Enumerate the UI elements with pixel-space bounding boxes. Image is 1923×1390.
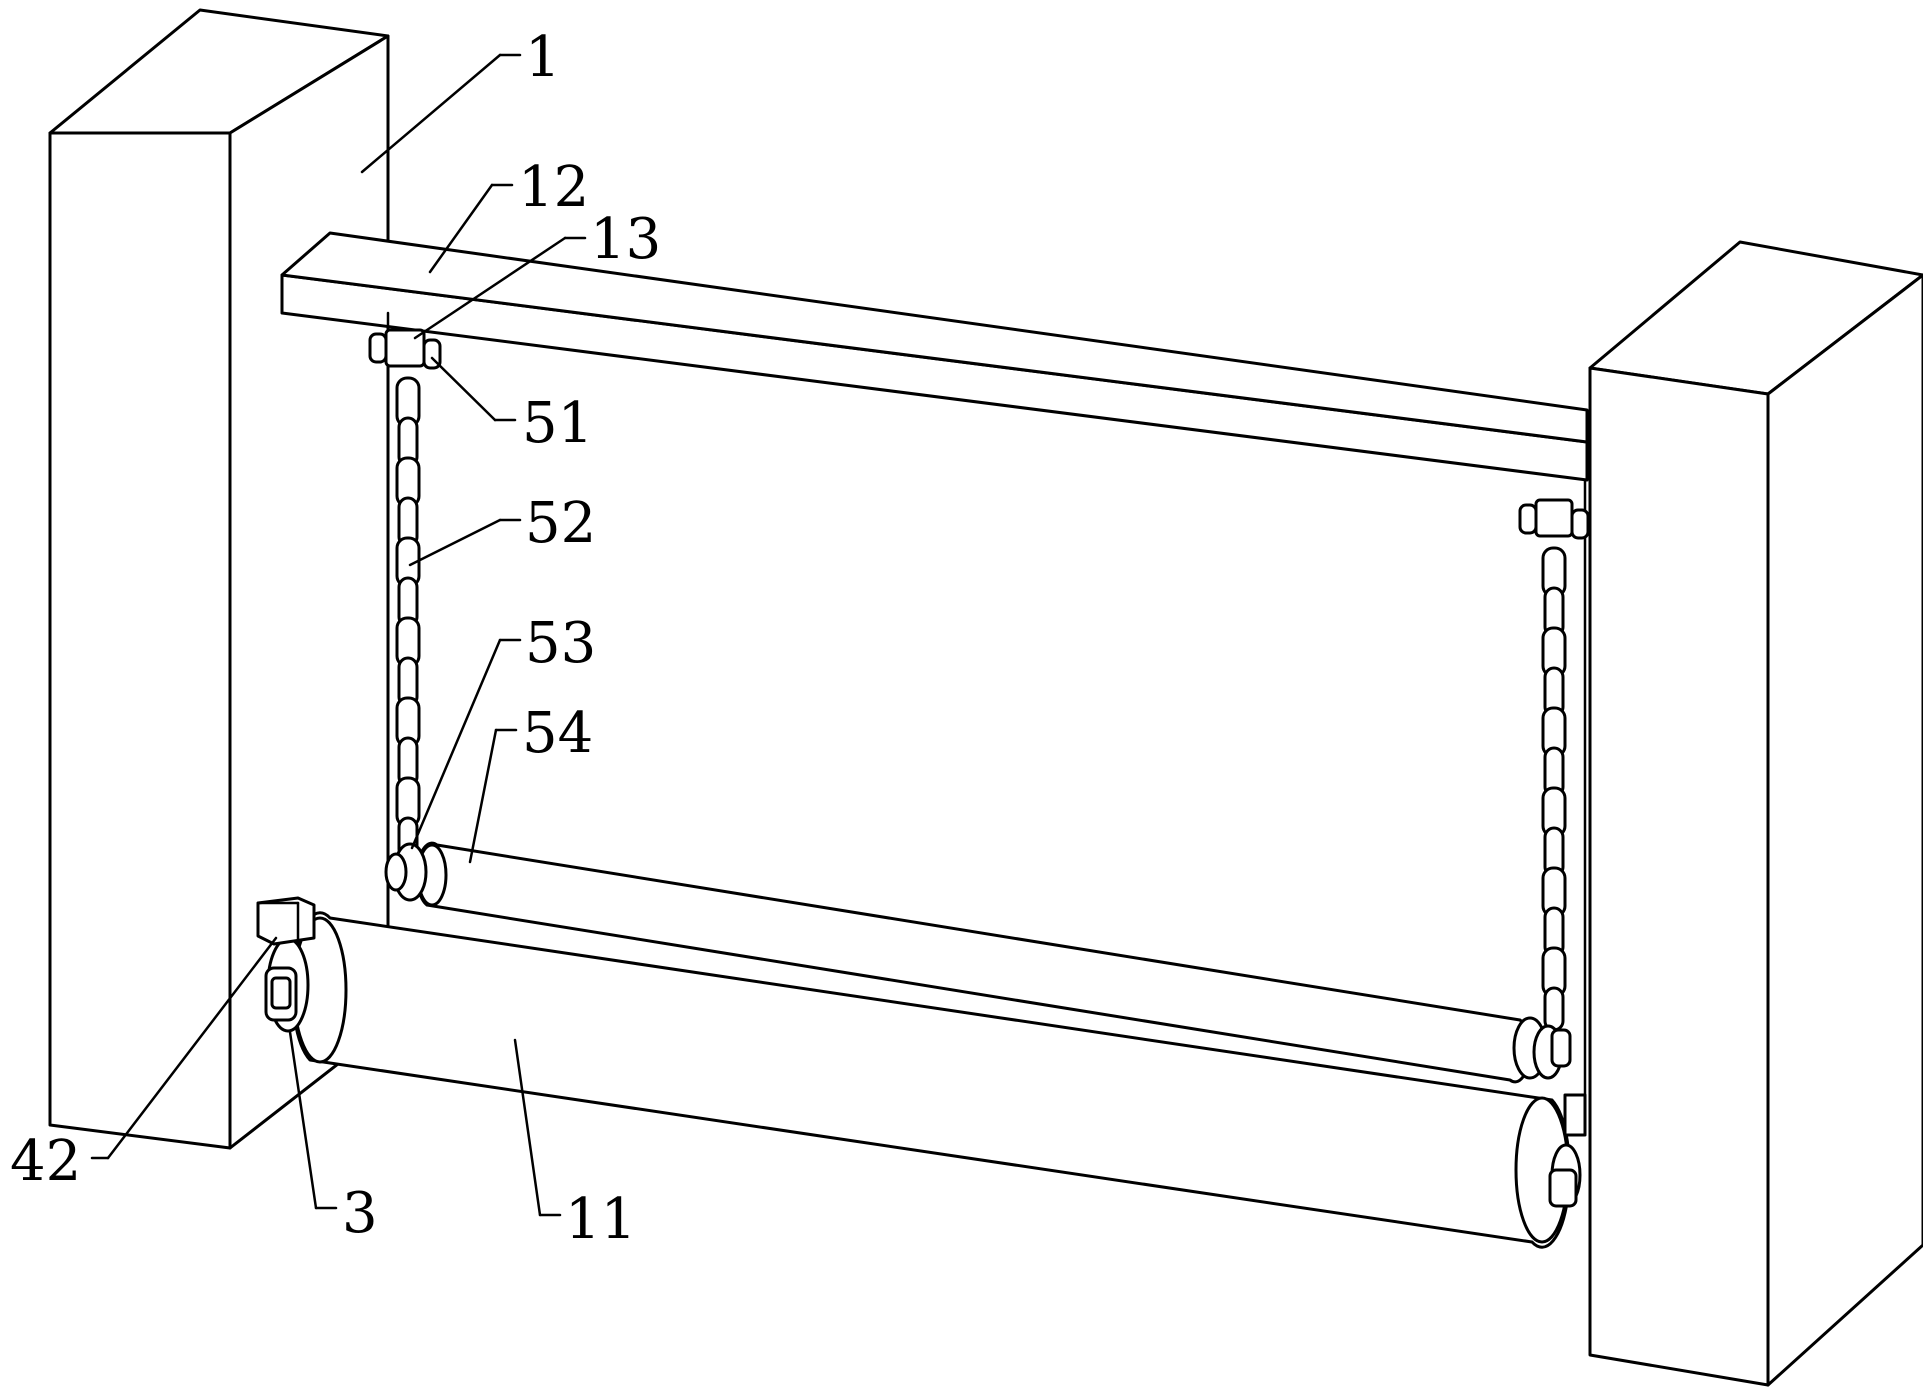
label-53: 53 xyxy=(525,611,596,676)
label-11: 11 xyxy=(565,1187,636,1252)
right-sensor-block xyxy=(1565,1095,1585,1135)
label-52: 52 xyxy=(525,491,596,556)
right-pillar xyxy=(1590,242,1923,1385)
label-42: 42 xyxy=(10,1129,81,1194)
left-bearing-hub xyxy=(272,978,290,1008)
left-pillar-front-face xyxy=(50,133,230,1148)
label-54: 54 xyxy=(522,701,593,766)
leader-53 xyxy=(412,640,500,848)
label-3: 3 xyxy=(342,1181,378,1246)
sensor-box-outline xyxy=(258,898,314,944)
right-hanger-nut-2 xyxy=(1572,510,1588,538)
left-hanger-bracket xyxy=(370,330,440,368)
right-pulley-nut xyxy=(1552,1030,1570,1066)
right-pillar-front-face xyxy=(1590,368,1768,1385)
top-beam xyxy=(282,233,1587,480)
right-hanger-plate xyxy=(1536,500,1572,536)
leader-51 xyxy=(432,358,495,420)
right-pillar-side-face xyxy=(1768,275,1923,1385)
label-51: 51 xyxy=(522,391,593,456)
left-pulley-hub xyxy=(386,854,406,890)
right-chain xyxy=(1543,548,1565,1030)
right-chain-link xyxy=(1545,988,1563,1030)
label-13: 13 xyxy=(590,207,661,272)
right-hanger-nut-1 xyxy=(1520,505,1536,533)
leader-54 xyxy=(470,730,496,862)
left-chain xyxy=(397,378,419,858)
leader-52 xyxy=(410,520,500,565)
left-bearing-assembly xyxy=(266,939,308,1031)
label-12: 12 xyxy=(518,155,589,220)
right-bearing-nut xyxy=(1550,1170,1576,1206)
left-hanger-nut-1 xyxy=(370,334,386,362)
top-beam-front-face xyxy=(282,275,1587,480)
label-1: 1 xyxy=(525,25,561,90)
sensor-box xyxy=(258,898,314,944)
right-hanger-bracket xyxy=(1520,500,1588,538)
